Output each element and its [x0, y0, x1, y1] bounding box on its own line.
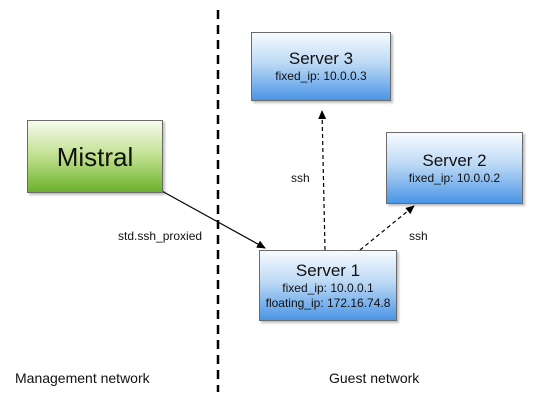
server2-node[interactable]: Server 2 fixed_ip: 10.0.0.2	[386, 132, 523, 204]
edge-label-ssh-server3: ssh	[291, 171, 310, 185]
edge-server1-to-server2	[359, 205, 415, 251]
edge-mistral-to-server1	[159, 189, 266, 249]
edge-label-std-ssh-proxied: std.ssh_proxied	[118, 229, 203, 243]
server2-fixed-ip: fixed_ip: 10.0.0.2	[408, 170, 501, 185]
edge-server1-to-server3	[318, 110, 327, 251]
edge-label-ssh-server2: ssh	[409, 229, 428, 243]
server1-title: Server 1	[295, 260, 361, 280]
mistral-title: Mistral	[56, 141, 134, 172]
server3-fixed-ip: fixed_ip: 10.0.0.3	[275, 69, 367, 83]
server2-title: Server 2	[422, 150, 487, 170]
mistral-node[interactable]: Mistral	[27, 120, 163, 193]
guest-network-label: Guest network	[329, 370, 420, 386]
server1-floating-ip: floating_ip: 172.16.74.8	[265, 295, 391, 310]
management-network-label: Management network	[15, 370, 150, 386]
server1-node[interactable]: Server 1 fixed_ip: 10.0.0.1 floating_ip:…	[259, 250, 397, 321]
server3-node[interactable]: Server 3 fixed_ip: 10.0.0.3	[251, 32, 391, 101]
server3-title: Server 3	[288, 49, 354, 68]
server1-fixed-ip: fixed_ip: 10.0.0.1	[282, 280, 374, 295]
